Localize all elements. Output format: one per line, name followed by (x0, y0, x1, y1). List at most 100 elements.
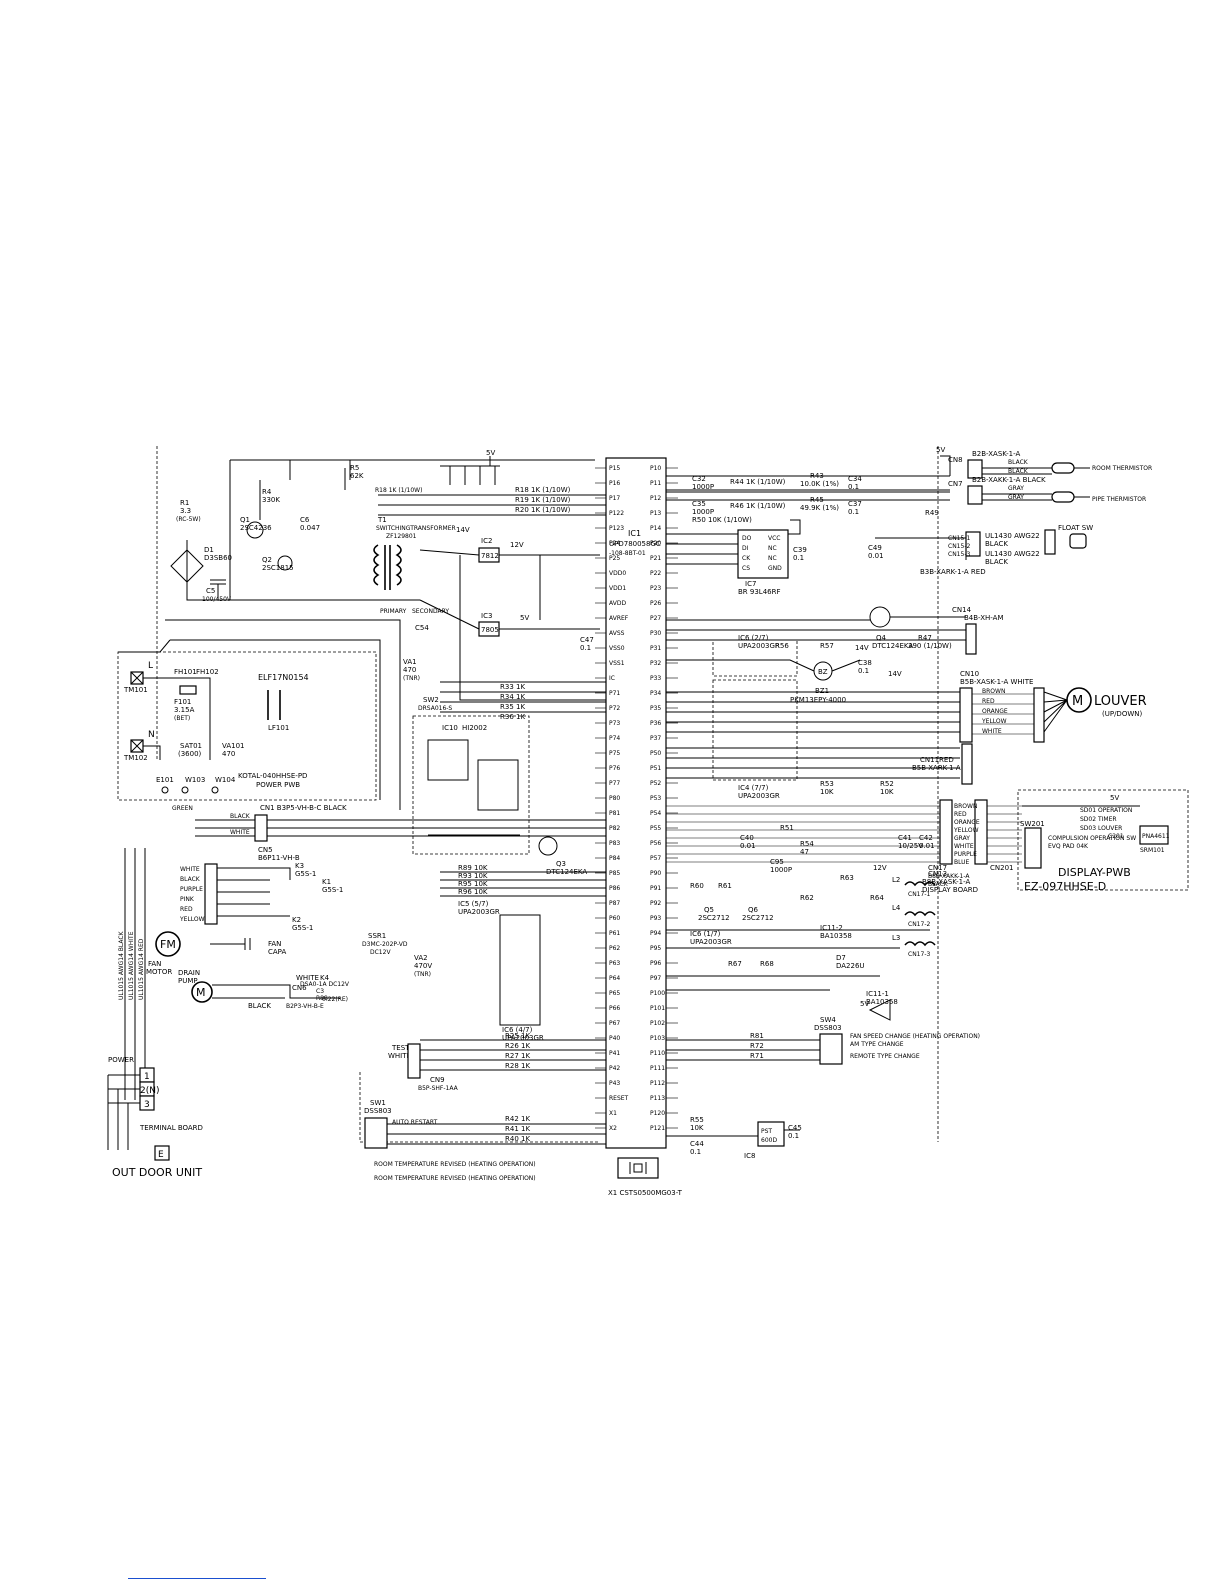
ic1-part: UPD780058GC (609, 540, 661, 548)
ic1-pin-label: P10 (650, 465, 661, 472)
cn11-wire-color: ORANGE (954, 819, 980, 826)
ic1-pin-label: P85 (609, 870, 620, 877)
svg-text:R20 1K (1/10W): R20 1K (1/10W) (515, 506, 571, 514)
svg-text:R63: R63 (840, 874, 854, 882)
svg-text:CAPA: CAPA (268, 948, 286, 956)
cn11-wire-color: BROWN (954, 803, 977, 810)
power-pwb-name: KOTAL-040HHSE-PD (238, 772, 307, 780)
svg-text:IC11-1: IC11-1 (866, 990, 889, 998)
ic1-pin-label: IC (609, 675, 615, 682)
svg-text:DI: DI (742, 545, 749, 552)
ic1-pin-label: P123 (609, 525, 624, 532)
svg-text:DC12V: DC12V (370, 949, 391, 956)
svg-text:UL1430 AWG22: UL1430 AWG22 (985, 550, 1040, 558)
q2-label: Q2 (262, 556, 272, 564)
svg-text:L: L (148, 661, 153, 671)
svg-text:R26 1K: R26 1K (505, 1042, 530, 1050)
svg-text:N: N (148, 730, 155, 740)
ic1-pin-label: P93 (650, 915, 661, 922)
ic1-body (605, 457, 667, 1149)
svg-text:X1 CSTS0500MG03-T: X1 CSTS0500MG03-T (608, 1189, 683, 1197)
svg-text:12V: 12V (510, 541, 524, 549)
svg-text:WHITE: WHITE (230, 829, 250, 836)
svg-text:0.1: 0.1 (848, 508, 859, 516)
ic1-pin-label: P41 (609, 1050, 620, 1057)
cn5-block (204, 863, 218, 925)
svg-text:ROOM THERMISTOR: ROOM THERMISTOR (1092, 465, 1152, 472)
power-supply: R1 3.3 (RC-5W) D1 D3SB60 C5 100/450V R4 … (170, 459, 606, 701)
ic1-pin-label: P24 (609, 540, 620, 547)
display-led-label: SD03 LOUVER (1080, 825, 1122, 832)
svg-text:R44 1K (1/10W): R44 1K (1/10W) (730, 478, 786, 486)
svg-text:M: M (1072, 694, 1083, 709)
svg-text:SW201: SW201 (1020, 820, 1045, 828)
svg-text:D3SB60: D3SB60 (204, 554, 232, 562)
q1-label: Q1 (240, 516, 250, 524)
ic1-pin-label: P90 (650, 870, 661, 877)
svg-text:SSR1: SSR1 (368, 932, 386, 940)
svg-text:B5B-XARK-1-A: B5B-XARK-1-A (912, 764, 961, 772)
ic1-pin-label: P14 (650, 525, 661, 532)
ic1-pin-label: P84 (609, 855, 620, 862)
svg-text:BLACK: BLACK (985, 558, 1008, 566)
svg-text:C54: C54 (415, 624, 429, 632)
ic1-pin-label: P33 (650, 675, 661, 682)
svg-text:B3B-XARK-1-A RED: B3B-XARK-1-A RED (920, 568, 986, 576)
svg-text:C40: C40 (740, 834, 754, 842)
ic1-pin-label: P21 (650, 555, 661, 562)
svg-text:UPA2003GR: UPA2003GR (738, 642, 780, 650)
svg-text:0.22(RE): 0.22(RE) (322, 996, 348, 1003)
svg-text:R68: R68 (760, 960, 774, 968)
ic1-pin-label: P55 (650, 825, 661, 832)
svg-text:CN15-2: CN15-2 (948, 543, 970, 550)
svg-text:CN9: CN9 (430, 1076, 445, 1084)
svg-text:14V: 14V (888, 670, 902, 678)
display-connectors: CN11RED B5B-XARK-1-A R53 10K R52 10K BRO… (666, 743, 1022, 894)
svg-text:K2: K2 (292, 916, 301, 924)
svg-text:SW2: SW2 (423, 696, 439, 704)
svg-text:C42: C42 (919, 834, 933, 842)
svg-text:C47: C47 (580, 636, 594, 644)
svg-text:W103: W103 (185, 776, 205, 784)
ic1-pin-label: P34 (650, 690, 661, 697)
ic1-pin-label: P42 (609, 1065, 620, 1072)
ic1-pin-label: P83 (609, 840, 620, 847)
svg-text:BZ1: BZ1 (815, 687, 829, 695)
svg-text:CN5: CN5 (258, 846, 273, 854)
cn5-wire-color: PURPLE (180, 886, 203, 893)
svg-text:2(N): 2(N) (140, 1086, 159, 1096)
svg-text:R51: R51 (780, 824, 794, 832)
svg-text:0.1: 0.1 (848, 483, 859, 491)
svg-text:IC2: IC2 (481, 537, 492, 545)
svg-text:K1: K1 (322, 878, 331, 886)
svg-text:B4B-XH-AM: B4B-XH-AM (964, 614, 1004, 622)
svg-text:AM TYPE CHANGE: AM TYPE CHANGE (850, 1041, 904, 1048)
svg-text:2SC2712: 2SC2712 (742, 914, 774, 922)
svg-text:FH101: FH101 (174, 668, 197, 676)
ic10-block: IC10 HI2002 Q3 DTC124EKA SW2 DRSA016-S (418, 696, 587, 876)
svg-text:Q5: Q5 (704, 906, 714, 914)
svg-text:UPA2003GR: UPA2003GR (690, 938, 732, 946)
cn11-wire-color: WHITE (954, 843, 974, 850)
svg-text:B5B-XASK-1-A WHITE: B5B-XASK-1-A WHITE (960, 678, 1033, 686)
power-pwb-label: POWER PWB (256, 781, 300, 789)
ic1-pin-label: P94 (650, 930, 661, 937)
svg-text:TM102: TM102 (123, 754, 148, 762)
svg-text:BLACK: BLACK (230, 813, 251, 820)
page-footer-link[interactable] (128, 1578, 266, 1579)
svg-text:C32: C32 (692, 475, 706, 483)
display-pwb-label: DISPLAY-PWB (1058, 866, 1131, 879)
room-thermistor-symbol (1051, 462, 1075, 474)
svg-text:C35: C35 (692, 500, 706, 508)
svg-text:(UP/DOWN): (UP/DOWN) (1102, 710, 1142, 718)
svg-text:100/450V: 100/450V (202, 596, 232, 603)
ic1-pin-label: P51 (650, 765, 661, 772)
ic1-pin-label: RESET (609, 1095, 629, 1102)
ic1-pin-label: P71 (609, 690, 620, 697)
ic1-pin-label: P74 (609, 735, 620, 742)
svg-text:10.0K (1%): 10.0K (1%) (800, 480, 839, 488)
svg-text:SW1: SW1 (370, 1099, 386, 1107)
svg-text:R57: R57 (820, 642, 834, 650)
display-led-label: SD02 TIMER (1080, 816, 1117, 823)
